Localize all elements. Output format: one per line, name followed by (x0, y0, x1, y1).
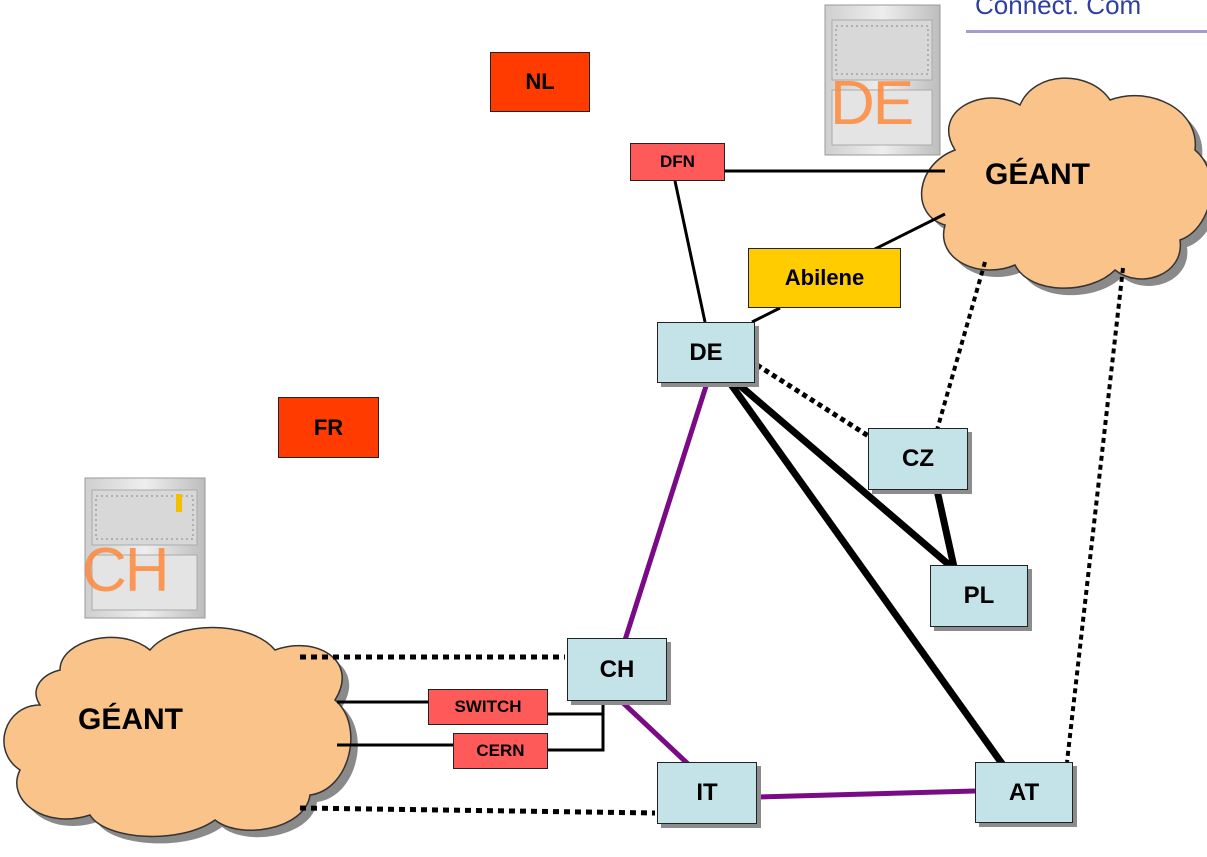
link-geant-at-dotted (1065, 267, 1125, 763)
nren-switch: SWITCH (428, 689, 548, 725)
link-de-at (727, 380, 1006, 768)
rack-label-ch: CH (82, 536, 170, 605)
node-ch: CH (567, 638, 667, 701)
link-geant-it-dotted (299, 805, 656, 816)
link-de-abilene (751, 306, 781, 324)
geant-label-left: GÉANT (78, 703, 183, 736)
link-de-pl (734, 380, 958, 573)
country-nl: NL (490, 52, 590, 112)
link-switch-ch (548, 700, 605, 716)
link-cern-ch (548, 700, 605, 752)
nren-abilene: Abilene (748, 248, 901, 308)
link-dfn-de (673, 180, 707, 323)
node-de: DE (657, 322, 755, 383)
geant-cloud-left (3, 626, 358, 844)
router-rack-ch (84, 477, 206, 619)
link-ch-it (618, 698, 690, 766)
node-at: AT (975, 762, 1073, 823)
link-de-cz-dotted (755, 362, 872, 440)
geant-label-top: GÉANT (985, 158, 1090, 191)
slide-title: Connect. Com (975, 0, 1142, 20)
router-rack-de (824, 4, 941, 156)
nren-dfn: DFN (630, 143, 725, 181)
link-de-ch (622, 382, 710, 641)
link-it-at (756, 788, 976, 800)
node-cz: CZ (868, 428, 968, 490)
nren-cern: CERN (453, 733, 548, 769)
link-cz-pl (933, 489, 958, 568)
country-fr: FR (278, 397, 379, 458)
link-abilene-geant (864, 212, 946, 256)
node-it: IT (657, 762, 757, 824)
title-underline (966, 30, 1207, 33)
rack-label-de: DE (830, 69, 914, 138)
geant-cloud-top (920, 77, 1207, 296)
link-geant-cz-dotted (935, 261, 987, 431)
node-pl: PL (930, 565, 1028, 627)
